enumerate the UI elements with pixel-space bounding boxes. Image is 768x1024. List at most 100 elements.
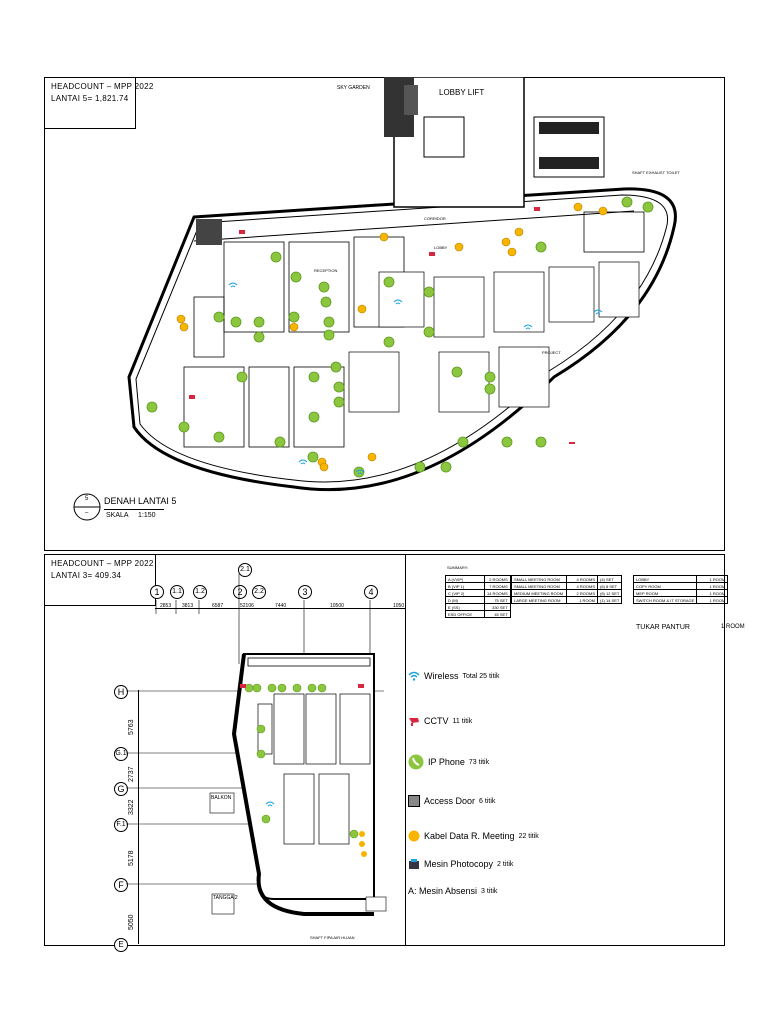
- floor-3-desks: [257, 693, 371, 845]
- sky-garden-label: SKY GARDEN: [337, 85, 370, 91]
- grid-bubble-1-2: 1.2: [193, 585, 207, 599]
- dim-top-3: 6587: [212, 603, 224, 609]
- grid-bubble-g: G: [114, 782, 128, 796]
- grid-bubble-3: 3: [298, 585, 312, 599]
- legend-cctv: CCTV 11 titik: [408, 715, 472, 727]
- meeting-data-dots: [176, 202, 608, 472]
- legend-ipphone-count: 73 titik: [468, 758, 490, 766]
- phone-icon: [408, 754, 424, 770]
- floor-5-plan: LOBBY LIFT SKY GARDEN CORRIDOR SHAFT EXH…: [127, 77, 680, 492]
- grid-bubble-2-2: 2.2: [252, 585, 266, 599]
- legend-sheet: [405, 554, 725, 946]
- legend-accessdoor: Access Door 6 titik: [408, 795, 495, 807]
- legend-accessdoor-label: Access Door: [424, 796, 476, 806]
- top-headcount-box: HEADCOUNT – MPP 2022 LANTAI 5= 1,821.74: [44, 77, 154, 129]
- legend-photocopy-count: 2 titik: [497, 860, 514, 868]
- bottom-headcount-title: HEADCOUNT – MPP 2022: [51, 559, 154, 568]
- grid-bubble-f: F: [114, 878, 128, 892]
- lobby-label: LOBBY: [434, 245, 448, 250]
- grid-bubble-h: H: [114, 685, 128, 699]
- grid-bubble-2: 2: [233, 585, 247, 599]
- summary-title: SUMMARY:: [447, 565, 469, 570]
- grid-bubble-1-1: 1.1: [170, 585, 184, 599]
- legend-wireless-count: Total 25 titik: [462, 672, 500, 680]
- dot-icon: [408, 830, 420, 842]
- legend-wireless-label: Wireless: [424, 671, 459, 681]
- table-row: B (VIP 1)7 ROOMS: [445, 582, 511, 590]
- top-headcount-area: LANTAI 5= 1,821.74: [51, 94, 129, 103]
- grid-bubble-e: E: [114, 938, 128, 952]
- grid-bubble-f1: F.1: [114, 818, 128, 832]
- legend-kabeldata: Kabel Data R. Meeting 22 titik: [408, 830, 539, 842]
- building-inner-outline: [135, 194, 668, 483]
- legend-cctv-count: 11 titik: [452, 717, 473, 725]
- dim-top-2: 3813: [182, 603, 194, 609]
- floor-3-plan: [126, 574, 387, 916]
- grid-bubble-4: 4: [364, 585, 378, 599]
- legend-ipphone-label: IP Phone: [428, 757, 465, 767]
- legend-photocopy: Mesin Photocopy 2 titik: [408, 858, 513, 870]
- legend-kabeldata-count: 22 titik: [518, 832, 539, 840]
- tangga-label: TANGGA 2: [213, 895, 238, 901]
- dim-top-1: 2853: [160, 603, 172, 609]
- ip-phone-dots: [146, 196, 654, 478]
- shaft-label: SHAFT EXHAUST TOILET: [632, 170, 680, 175]
- table-row: A (VVIP)2 ROOMS: [445, 575, 511, 583]
- legend-absensi-count: 3 titik: [481, 887, 498, 895]
- summary-table-1: A (VVIP)2 ROOMS B (VIP 1)7 ROOMS C (VIP …: [445, 575, 511, 618]
- table-row: D (M)75 SET: [445, 596, 511, 604]
- bottom-headcount-area: LANTAI 3= 409.34: [51, 571, 122, 580]
- wifi-marks: [228, 282, 603, 475]
- legend-accessdoor-count: 6 titik: [479, 797, 496, 805]
- reception-label: RECEPTION: [314, 268, 337, 273]
- table-row: C (VIP 2)14 ROOMS: [445, 589, 511, 597]
- plan-marker-top: 5: [85, 496, 89, 502]
- scale-value: 1:150: [138, 512, 156, 519]
- legend-absensi: A: Mesin Absensi 3 titik: [408, 886, 497, 896]
- legend-absensi-label: A: Mesin Absensi: [408, 886, 478, 896]
- top-headcount-title: HEADCOUNT – MPP 2022: [51, 82, 154, 91]
- door-icon: [408, 795, 420, 807]
- dim-top-5: 7440: [275, 603, 287, 609]
- scale-label: SKALA: [106, 512, 129, 519]
- legend-wireless: Wireless Total 25 titik: [408, 670, 499, 682]
- dim-top-7: 1050: [393, 603, 405, 609]
- plan-marker-bottom: –: [85, 510, 89, 516]
- shaft-floor3-label: SHAFT FIPA AIR HUJAN: [310, 935, 355, 940]
- plan-title: DENAH LANTAI 5: [104, 496, 177, 506]
- dim-top-4: 52106: [240, 603, 254, 609]
- legend-kabeldata-label: Kabel Data R. Meeting: [424, 831, 515, 841]
- cctv-icon: [409, 718, 419, 726]
- pantry-label: TUKAR PANTUR: [636, 624, 690, 631]
- building-outline: [127, 187, 677, 492]
- balkon-label: BALKON: [211, 795, 232, 801]
- legend-cctv-label: CCTV: [424, 716, 449, 726]
- plan-marker: [73, 493, 101, 521]
- grid-bubble-1: 1: [150, 585, 164, 599]
- legend-photocopy-label: Mesin Photocopy: [424, 859, 494, 869]
- lobby-lift-label: LOBBY LIFT: [439, 88, 484, 97]
- project-label: PROJECT: [542, 350, 561, 355]
- corridor-label: CORRIDOR: [424, 216, 446, 221]
- cctv-marks: [189, 207, 575, 444]
- copier-icon: [409, 859, 419, 869]
- pantry-value: 1 ROOM: [721, 624, 745, 630]
- bottom-headcount-box: HEADCOUNT – MPP 2022 LANTAI 3= 409.34: [44, 554, 156, 606]
- table-row: E (SS)330 SET: [445, 603, 511, 611]
- grid-bubble-2-1: 2.1: [238, 563, 252, 577]
- grid-bubble-g1: G.1: [114, 747, 128, 761]
- dim-top-6: 10500: [330, 603, 344, 609]
- legend-ipphone: IP Phone 73 titik: [408, 754, 489, 770]
- wifi-icon: [408, 671, 420, 681]
